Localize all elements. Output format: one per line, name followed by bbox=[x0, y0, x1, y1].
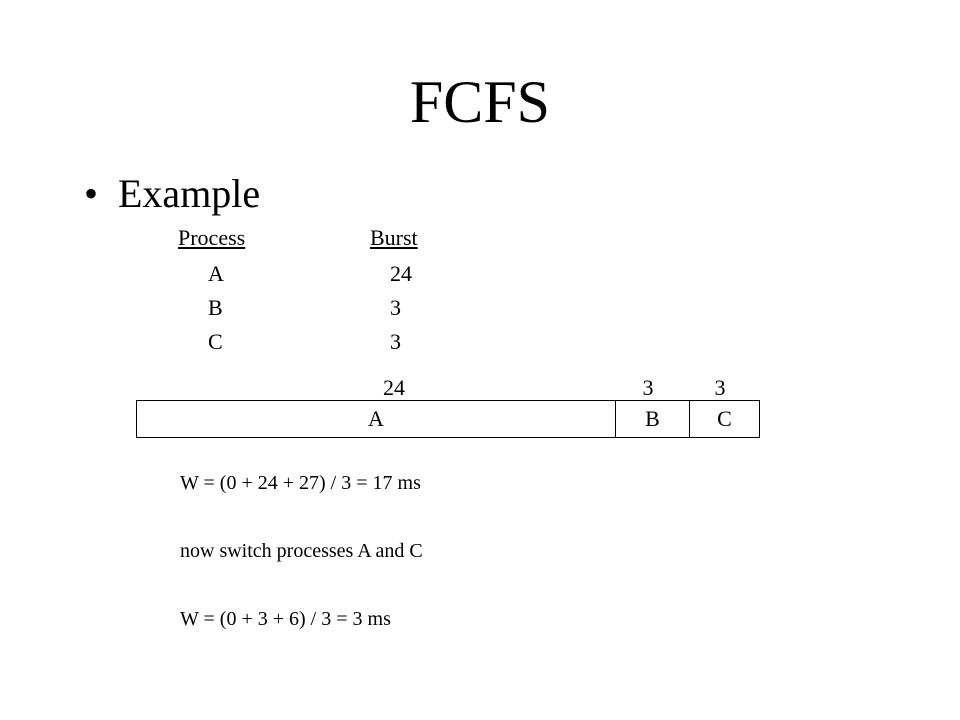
waiting-time-formula-1: W = (0 + 24 + 27) / 3 = 17 ms bbox=[180, 472, 421, 494]
row-process: A bbox=[208, 261, 224, 286]
header-process: Process bbox=[178, 225, 246, 250]
gantt-segment-a: A bbox=[368, 406, 384, 431]
row-burst: 3 bbox=[390, 329, 401, 354]
duration-label-b: 3 bbox=[642, 375, 654, 400]
gantt-segment-b: B bbox=[615, 401, 689, 437]
header-burst: Burst bbox=[370, 225, 418, 250]
switch-note: now switch processes A and C bbox=[180, 540, 423, 562]
bullet-text: Example bbox=[118, 171, 261, 216]
bullet-icon: • bbox=[84, 171, 99, 216]
bullet-item: • Example bbox=[84, 168, 260, 220]
row-burst: 24 bbox=[390, 261, 412, 286]
duration-label-a: 24 bbox=[383, 375, 405, 400]
row-process: C bbox=[208, 329, 223, 354]
slide-title: FCFS bbox=[409, 69, 551, 135]
row-process: B bbox=[208, 295, 223, 320]
gantt-segment-c: C bbox=[689, 401, 759, 437]
duration-label-c: 3 bbox=[714, 375, 726, 400]
waiting-time-formula-2: W = (0 + 3 + 6) / 3 = 3 ms bbox=[180, 608, 391, 630]
row-burst: 3 bbox=[390, 295, 401, 320]
gantt-bar: A B C bbox=[136, 400, 760, 438]
